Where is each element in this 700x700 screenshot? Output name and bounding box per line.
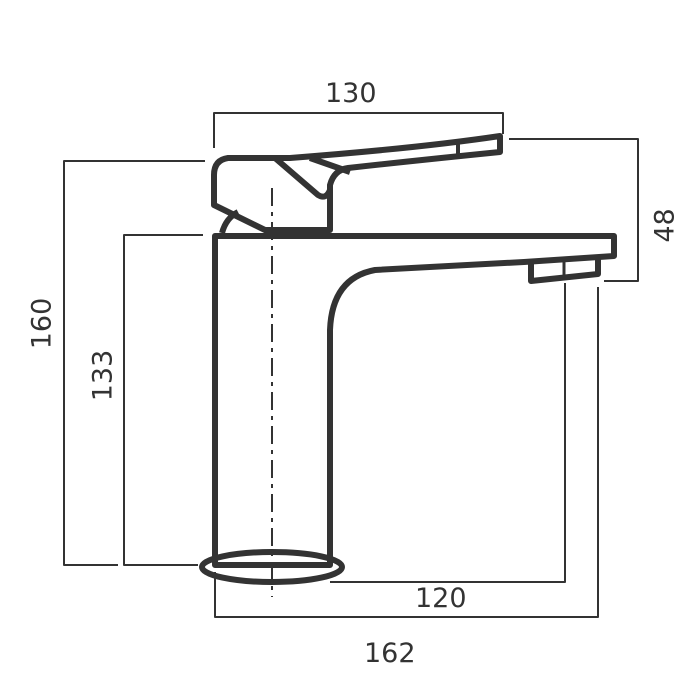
dim-162-line	[214, 287, 599, 618]
dim-120-label: 120	[415, 583, 467, 614]
tap-body	[199, 133, 617, 585]
dim-130-label: 130	[325, 78, 377, 109]
dim-160-line	[63, 160, 205, 566]
dim-160-label: 160	[26, 297, 58, 350]
lever-neck	[219, 209, 240, 234]
dim-130-line	[213, 112, 504, 148]
dim-133-label: 133	[87, 349, 119, 402]
lever-handle	[211, 133, 503, 233]
base-ring	[199, 549, 345, 585]
dim-48-line	[509, 138, 639, 282]
dim-48-label: 48	[649, 208, 681, 243]
lever-detail	[273, 155, 333, 200]
dim-120-line	[330, 283, 566, 583]
dim-162-label: 162	[364, 638, 416, 669]
dimension-lines	[63, 112, 639, 618]
tap-body-outline	[212, 233, 617, 568]
dim-133-line	[123, 234, 203, 566]
lever-groove	[309, 155, 351, 175]
